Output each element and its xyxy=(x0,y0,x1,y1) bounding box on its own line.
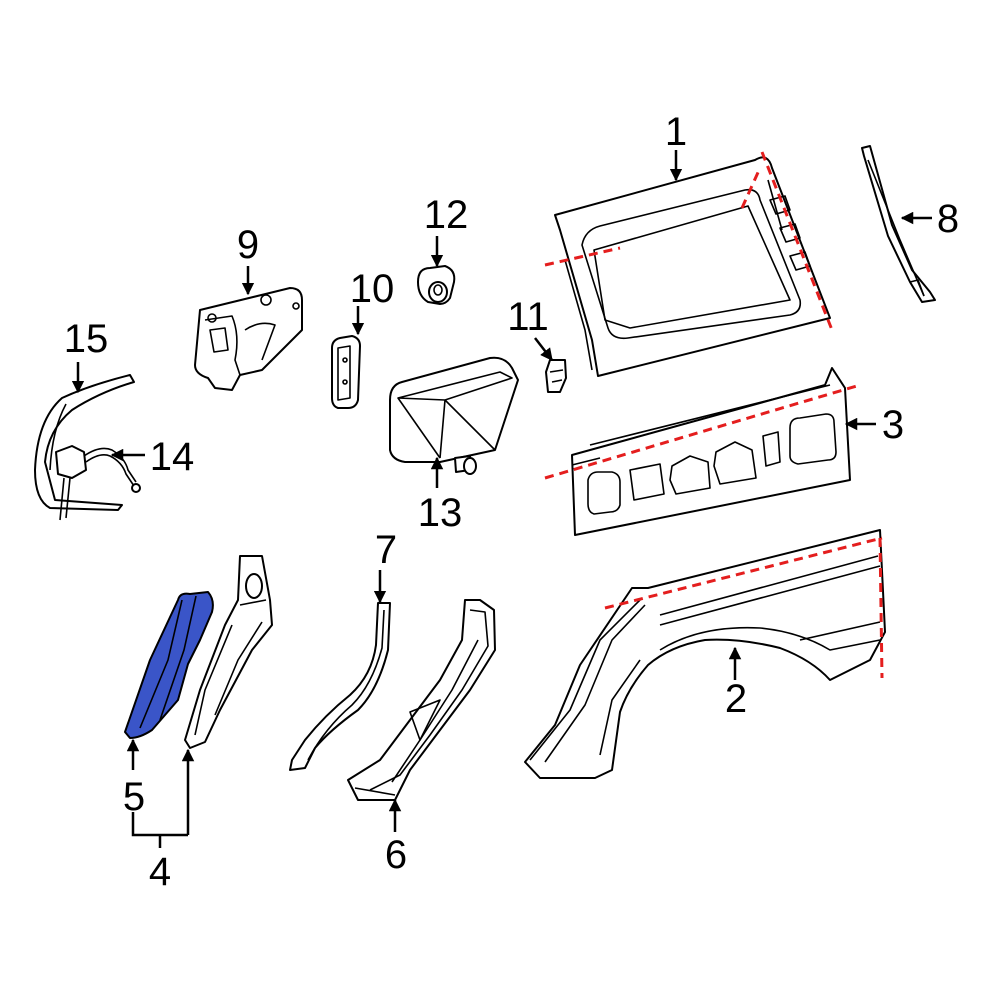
part-1-cut-lines xyxy=(544,151,834,331)
part-2-quarter-panel-lower[interactable] xyxy=(524,529,886,779)
callout-9: 9 xyxy=(237,223,259,267)
callout-3: 3 xyxy=(882,403,904,447)
part-9-fuel-filler-housing[interactable] xyxy=(194,287,303,391)
callout-13: 13 xyxy=(418,491,463,535)
part-13-storage-box[interactable] xyxy=(389,356,519,475)
part-1-quarter-panel-upper[interactable] xyxy=(554,156,831,377)
part-2-cut-lines xyxy=(604,536,884,679)
callout-15: 15 xyxy=(64,317,109,361)
part-15-bracket[interactable] xyxy=(34,374,135,511)
callout-7: 7 xyxy=(375,528,397,572)
leader-lines xyxy=(71,150,932,848)
part-3-cut-lines xyxy=(544,383,861,480)
part-3-inner-panel[interactable] xyxy=(571,367,851,536)
part-12-grommet[interactable] xyxy=(417,265,456,305)
part-11-clip[interactable] xyxy=(545,359,567,393)
callout-8: 8 xyxy=(937,197,959,241)
part-5-pillar-trim-highlighted[interactable] xyxy=(124,591,214,739)
part-7-seal-strip[interactable] xyxy=(289,602,391,771)
callout-14: 14 xyxy=(150,435,195,479)
part-8-molding-strip[interactable] xyxy=(861,145,936,303)
callout-12: 12 xyxy=(424,193,469,237)
part-6-pillar-inner[interactable] xyxy=(347,599,496,801)
callout-4: 4 xyxy=(149,850,171,894)
callout-2: 2 xyxy=(725,677,747,721)
callout-1: 1 xyxy=(665,110,687,154)
callout-10: 10 xyxy=(350,267,395,311)
part-14-wire-connector[interactable] xyxy=(55,445,141,521)
part-10-hinge-bracket[interactable] xyxy=(331,335,361,409)
callout-6: 6 xyxy=(385,833,407,877)
callout-11: 11 xyxy=(507,295,549,339)
part-4-pillar-reinforcement[interactable] xyxy=(184,555,273,749)
callout-5: 5 xyxy=(123,775,145,819)
